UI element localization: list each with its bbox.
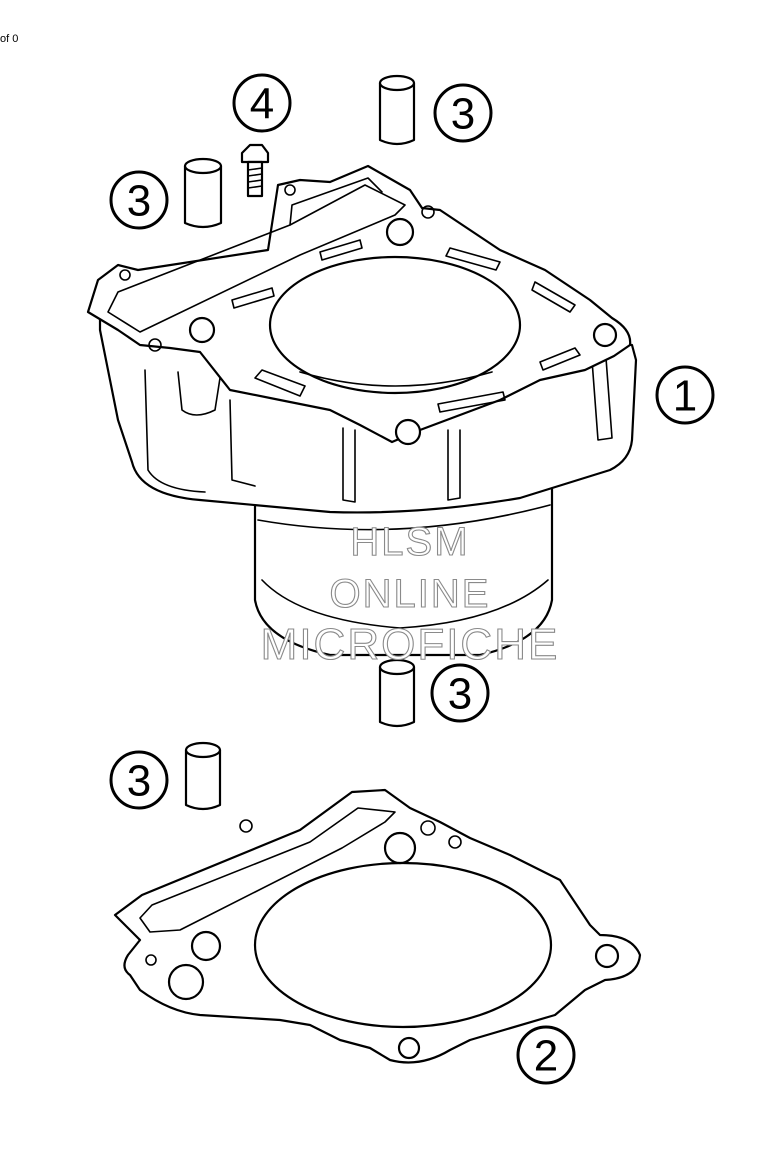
svg-text:4: 4 bbox=[250, 80, 274, 129]
callout-3-top-right[interactable]: 3 bbox=[433, 83, 493, 143]
watermark-line-3: MICROFICHE bbox=[260, 619, 560, 669]
callout-2[interactable]: 2 bbox=[516, 1025, 576, 1085]
watermark-line-2: ONLINE bbox=[329, 571, 491, 616]
dowel-pin-bottom-left[interactable] bbox=[184, 741, 222, 811]
svg-text:1: 1 bbox=[673, 372, 697, 421]
cylinder-part[interactable] bbox=[86, 164, 638, 657]
callout-4[interactable]: 4 bbox=[232, 73, 292, 133]
svg-text:3: 3 bbox=[127, 757, 151, 806]
callout-1[interactable]: 1 bbox=[655, 365, 715, 425]
svg-text:3: 3 bbox=[451, 90, 475, 139]
svg-text:2: 2 bbox=[534, 1032, 558, 1081]
svg-text:3: 3 bbox=[127, 177, 151, 226]
callout-3-bottom-left[interactable]: 3 bbox=[109, 750, 169, 810]
gasket-part[interactable] bbox=[113, 788, 642, 1064]
dowel-pin-top-left[interactable] bbox=[183, 157, 223, 229]
bolt-part[interactable] bbox=[240, 143, 270, 198]
page-counter: of 0 bbox=[0, 33, 19, 45]
callout-3-top-left[interactable]: 3 bbox=[109, 170, 169, 230]
callout-3-mid[interactable]: 3 bbox=[430, 663, 490, 723]
svg-text:3: 3 bbox=[448, 670, 472, 719]
dowel-pin-top-right[interactable] bbox=[378, 74, 416, 146]
watermark-line-1: HLSM bbox=[350, 519, 470, 564]
dowel-pin-mid[interactable] bbox=[378, 658, 416, 728]
